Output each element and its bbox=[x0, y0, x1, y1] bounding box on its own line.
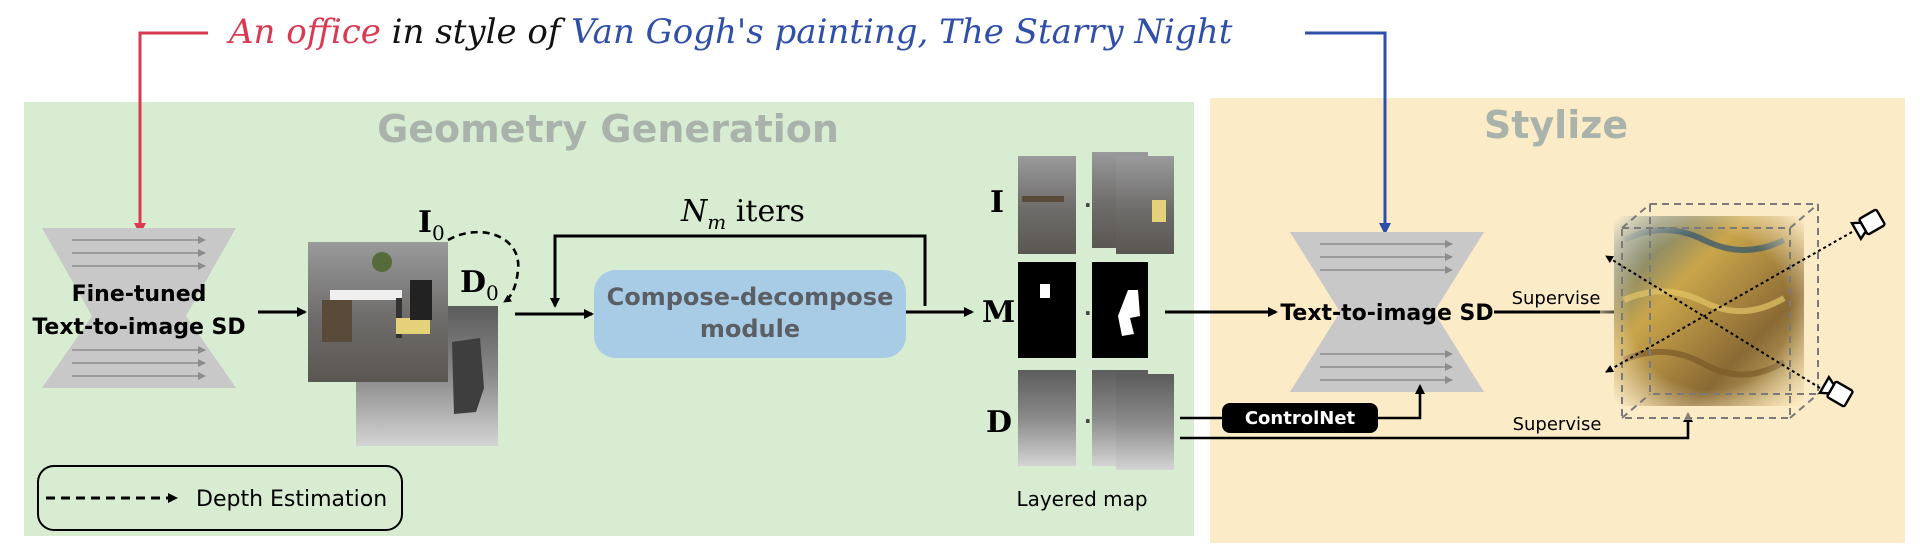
sd-left-line2: Text-to-image SD bbox=[32, 315, 245, 340]
depth-chair-silhouette bbox=[452, 338, 484, 414]
layer-i-1 bbox=[1018, 156, 1076, 254]
layer-d-3 bbox=[1116, 374, 1174, 470]
layer-m-1 bbox=[1018, 262, 1076, 358]
module-line1: Compose-decompose bbox=[607, 283, 894, 311]
layer-i-1-desk bbox=[1022, 196, 1064, 202]
scene-bounding-box bbox=[1621, 203, 1819, 419]
plant bbox=[372, 252, 392, 272]
sd-right-shape bbox=[1290, 232, 1484, 392]
d0-subscript: 0 bbox=[486, 281, 499, 305]
layer-d-1 bbox=[1018, 370, 1076, 466]
stylize-title: Stylize bbox=[1484, 103, 1628, 147]
content-prompt-arrow bbox=[134, 31, 208, 235]
geometry-title: Geometry Generation bbox=[377, 107, 839, 151]
d0-letter: D bbox=[460, 265, 486, 300]
controlnet-box bbox=[1222, 403, 1378, 433]
d0-label: D0 bbox=[460, 265, 499, 305]
layer-i-3-chair bbox=[1152, 200, 1166, 222]
prompt-middle: in style of bbox=[381, 12, 571, 52]
stylized-scene bbox=[1600, 202, 1886, 420]
layer-m-chair-mask bbox=[1118, 290, 1140, 336]
chair-back bbox=[410, 280, 432, 320]
layer-m-2-shape bbox=[1092, 262, 1148, 358]
iteration-n: N bbox=[680, 194, 709, 229]
layered-map-caption: Layered map bbox=[1016, 487, 1147, 511]
supervise-label-1: Supervise bbox=[1512, 288, 1601, 309]
sd-left-lines bbox=[72, 236, 206, 380]
supervise-label-2: Supervise bbox=[1513, 414, 1602, 435]
sd-left-line1: Fine-tuned bbox=[72, 282, 207, 307]
sd-right-label: Text-to-image SD bbox=[1280, 301, 1493, 326]
layer-i-label: I bbox=[990, 185, 1004, 220]
sd-left: Fine-tuned Text-to-image SD bbox=[32, 228, 246, 388]
depth-estimation-arc bbox=[447, 230, 520, 304]
iteration-label: Nm iters bbox=[680, 194, 805, 234]
iteration-m: m bbox=[707, 210, 726, 234]
arrow-depth-to-scene bbox=[1180, 412, 1693, 440]
sd-right-lines bbox=[1320, 240, 1453, 384]
layer-m-1-mask bbox=[1040, 284, 1050, 298]
camera-icon bbox=[1849, 208, 1886, 242]
prompt-content: An office bbox=[226, 12, 381, 52]
prompt-style: Van Gogh's painting, The Starry Night bbox=[571, 12, 1232, 52]
sd-left-shape bbox=[42, 228, 236, 388]
arrow-controlnet-to-sd bbox=[1378, 384, 1425, 420]
chair-seat bbox=[396, 318, 430, 334]
legend-box bbox=[37, 465, 403, 531]
cabinet bbox=[322, 300, 352, 342]
initial-images: I0 D0 bbox=[308, 205, 520, 446]
iteration-suffix: iters bbox=[726, 194, 805, 229]
desk bbox=[330, 290, 402, 300]
legend-label: Depth Estimation bbox=[196, 487, 387, 512]
layered-map: I M D ··· ··· ··· Layered map bbox=[982, 152, 1174, 511]
sd-right: Text-to-image SD bbox=[1280, 232, 1494, 392]
compose-decompose-module bbox=[594, 270, 906, 358]
layer-m-label: M bbox=[982, 295, 1015, 330]
i0-letter: I bbox=[418, 205, 432, 240]
iteration-loop bbox=[550, 234, 927, 308]
layer-d-label: D bbox=[986, 405, 1012, 440]
i0-subscript: 0 bbox=[432, 221, 445, 245]
scene-fade bbox=[1600, 202, 1820, 420]
module-line2: module bbox=[700, 315, 800, 343]
camera-ray-1 bbox=[1605, 231, 1853, 373]
legend: Depth Estimation bbox=[37, 465, 403, 531]
camera-icon bbox=[1817, 374, 1854, 408]
text-prompt: An office in style of Van Gogh's paintin… bbox=[226, 12, 1233, 52]
i0-label: I0 bbox=[418, 205, 445, 245]
style-prompt-arrow bbox=[1305, 31, 1391, 235]
controlnet-label: ControlNet bbox=[1245, 408, 1356, 429]
